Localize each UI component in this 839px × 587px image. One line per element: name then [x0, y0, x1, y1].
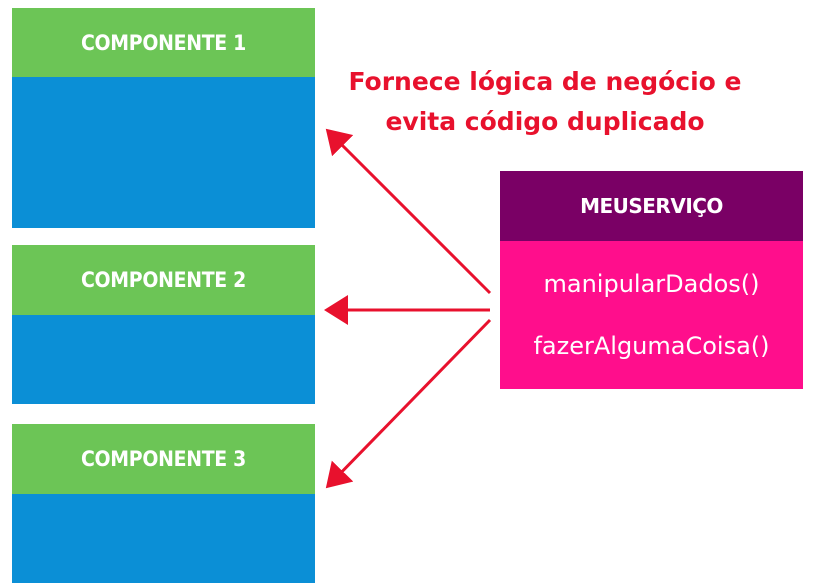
arrow-to-component-3	[325, 318, 492, 489]
service-method-2: fazerAlgumaCoisa()	[533, 332, 770, 360]
component-2-body	[12, 315, 315, 404]
component-3-box: COMPONENTE 3	[12, 424, 315, 583]
caption-line-1: Fornece lógica de negócio e	[348, 67, 742, 96]
caption-line-2: evita código duplicado	[385, 107, 705, 136]
component-2-header: COMPONENTE 2	[12, 245, 315, 315]
service-box: MEUSERVIÇO manipularDados() fazerAlgumaC…	[500, 171, 803, 389]
arrow-to-component-1	[325, 128, 492, 295]
component-3-label: COMPONENTE 3	[80, 447, 247, 471]
component-3-header: COMPONENTE 3	[12, 424, 315, 494]
component-1-label: COMPONENTE 1	[80, 30, 247, 55]
service-header: MEUSERVIÇO	[500, 171, 803, 241]
caption-text: Fornece lógica de negócio e evita código…	[330, 62, 760, 142]
service-title: MEUSERVIÇO	[580, 194, 723, 218]
component-2-box: COMPONENTE 2	[12, 245, 315, 404]
component-1-body	[12, 77, 315, 228]
component-2-label: COMPONENTE 2	[80, 268, 247, 292]
service-method-1: manipularDados()	[543, 270, 760, 298]
component-3-body	[12, 494, 315, 583]
service-body: manipularDados() fazerAlgumaCoisa()	[500, 241, 803, 389]
component-1-box: COMPONENTE 1	[12, 8, 315, 228]
component-1-header: COMPONENTE 1	[12, 8, 315, 77]
